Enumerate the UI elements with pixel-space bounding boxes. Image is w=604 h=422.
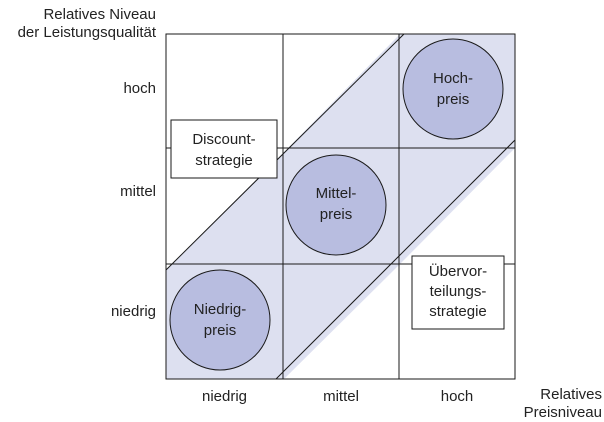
- uebervorteilung-label-1: Übervor-: [429, 262, 487, 280]
- discount-label-2: strategie: [195, 152, 253, 169]
- hochpreis-circle: [402, 38, 504, 140]
- x-tick-hoch: hoch: [440, 388, 474, 405]
- mittelpreis-label-2: preis: [320, 206, 353, 223]
- y-axis-title: Relatives Niveau der Leistungsqualität: [0, 6, 156, 42]
- x-tick-niedrig: niedrig: [201, 388, 248, 405]
- hochpreis-label-1: Hoch-: [433, 70, 473, 87]
- x-tick-mittel: mittel: [323, 388, 359, 405]
- grid-lines: [165, 33, 516, 380]
- uebervorteilung-box: [411, 255, 505, 330]
- matrix-frame: [165, 33, 516, 380]
- niedrigpreis-label-2: preis: [204, 322, 237, 339]
- niedrigpreis-label-1: Niedrig-: [194, 301, 247, 318]
- y-tick-hoch: hoch: [123, 80, 156, 97]
- y-tick-mittel: mittel: [120, 183, 156, 200]
- hochpreis-label-2: preis: [437, 91, 470, 108]
- uebervorteilung-label-3: strategie: [429, 303, 487, 320]
- discount-box: [170, 119, 278, 179]
- uebervorteilung-label-2: teilungs-: [430, 283, 487, 300]
- x-axis-title-line2: Preisniveau: [523, 404, 602, 421]
- y-axis-title-line2: der Leistungsqualität: [17, 24, 156, 41]
- y-tick-niedrig: niedrig: [110, 303, 156, 320]
- band-lower-edge: [275, 139, 516, 380]
- band-upper-edge: [165, 33, 405, 271]
- mittelpreis-circle: [285, 154, 387, 256]
- mittelpreis-label-1: Mittel-: [316, 185, 357, 202]
- niedrigpreis-circle: [169, 269, 271, 371]
- x-axis-title: Relatives Preisniveau: [520, 386, 602, 422]
- discount-label-1: Discount-: [192, 131, 255, 148]
- x-axis-title-line1: Relatives: [540, 386, 602, 403]
- y-axis-title-line1: Relatives Niveau: [43, 6, 156, 23]
